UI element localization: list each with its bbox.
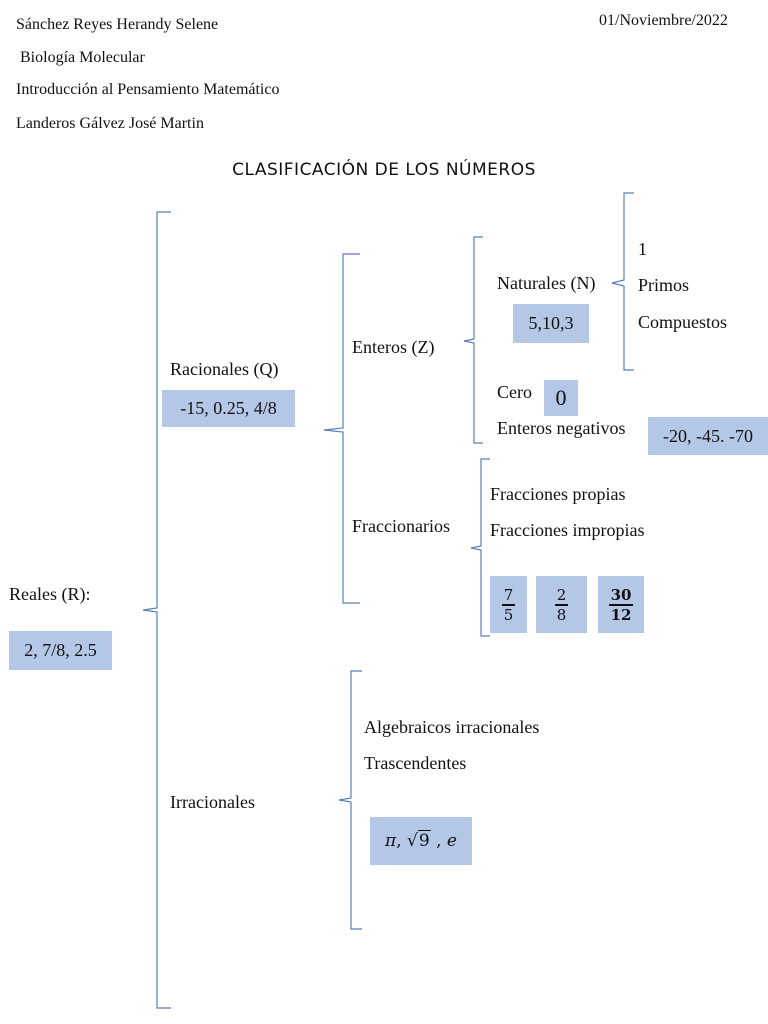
student-name: Sánchez Reyes Herandy Selene — [16, 16, 219, 33]
euler-symbol: e — [446, 831, 457, 851]
racionales-example-box: -15, 0.25, 4/8 — [162, 390, 295, 427]
naturales-item-compuestos: Compuestos — [638, 312, 728, 332]
fracciones-impropias: Fracciones impropias — [490, 520, 645, 540]
fraccionarios-bracket — [470, 458, 490, 637]
document-date: 01/Noviembre/2022 — [599, 12, 728, 29]
separator: , — [436, 831, 442, 851]
irracionales-example-box: π, √9 , e — [370, 817, 472, 865]
fraction-example: 2 8 — [536, 576, 587, 633]
naturales-item-primos: Primos — [638, 275, 690, 295]
reales-label: Reales (R): — [9, 584, 91, 604]
fraction-denominator: 8 — [554, 603, 569, 624]
radicand: 9 — [417, 830, 431, 851]
fraction-example: 30 12 — [598, 576, 644, 633]
fracciones-propias: Fracciones propias — [490, 484, 626, 504]
trascendentes: Trascendentes — [364, 753, 467, 773]
page-title: CLASIFICACIÓN DE LOS NÚMEROS — [232, 160, 536, 180]
square-root: √9 — [407, 830, 431, 851]
enteros-bracket — [463, 236, 483, 444]
racionales-bracket — [323, 253, 360, 604]
naturales-item-uno: 1 — [638, 239, 647, 259]
fraction-denominator: 12 — [608, 603, 634, 624]
naturales-example: 5,10,3 — [528, 313, 574, 333]
racionales-label: Racionales (Q) — [170, 359, 279, 379]
reales-bracket — [142, 211, 171, 1009]
naturales-example-box: 5,10,3 — [513, 304, 589, 343]
pi-symbol: π — [385, 831, 397, 851]
racionales-example: -15, 0.25, 4/8 — [180, 398, 277, 418]
irracionales-bracket — [338, 670, 362, 930]
fraccionarios-label: Fraccionarios — [352, 516, 450, 536]
algebraicos-irracionales: Algebraicos irracionales — [364, 717, 540, 737]
cero-label: Cero — [497, 382, 532, 402]
reales-example: 2, 7/8, 2.5 — [24, 640, 97, 660]
fraction-example: 7 5 — [490, 576, 527, 633]
negativos-label: Enteros negativos — [497, 418, 626, 438]
fraction-numerator: 2 — [556, 585, 567, 604]
enteros-label: Enteros (Z) — [352, 337, 435, 357]
naturales-bracket — [611, 192, 634, 371]
course-name: Introducción al Pensamiento Matemático — [16, 81, 280, 98]
negativos-example-box: -20, -45. -70 — [648, 417, 768, 455]
radical-sign-icon: √ — [407, 831, 418, 851]
negativos-example: -20, -45. -70 — [663, 425, 753, 446]
reales-example-box: 2, 7/8, 2.5 — [9, 631, 112, 670]
cero-example: 0 — [555, 385, 567, 410]
fraction-numerator: 30 — [610, 585, 632, 604]
fraction-denominator: 5 — [501, 603, 516, 624]
fraction-numerator: 7 — [503, 585, 514, 604]
irracionales-label: Irracionales — [170, 792, 255, 812]
naturales-label: Naturales (N) — [497, 273, 596, 293]
cero-example-box: 0 — [544, 380, 578, 416]
career-name: Biología Molecular — [20, 49, 145, 66]
teacher-name: Landeros Gálvez José Martin — [16, 115, 204, 132]
separator: , — [396, 831, 402, 851]
